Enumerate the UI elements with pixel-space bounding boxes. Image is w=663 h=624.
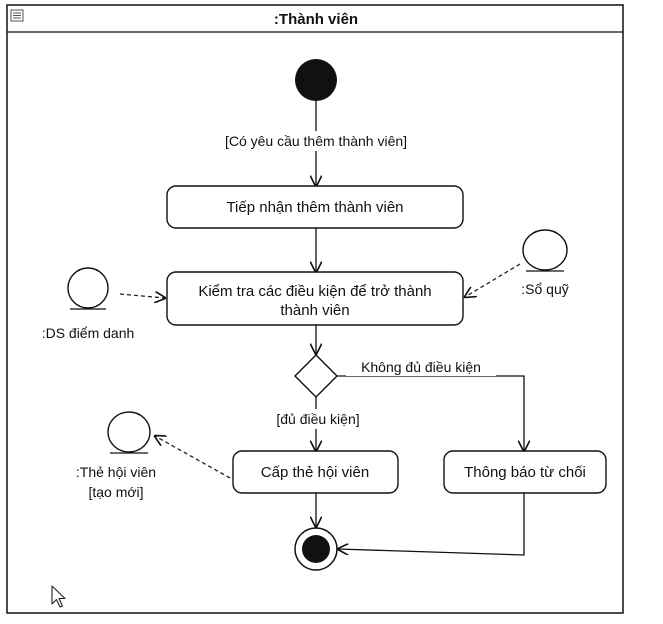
- dep-issue-to-card: [155, 436, 231, 479]
- object-attendance-label: :DS điểm danh: [42, 325, 135, 341]
- object-fund-node[interactable]: [522, 229, 568, 271]
- guard-eligible-label: [đủ điều kiện]: [276, 411, 359, 427]
- dep-attendance-to-check: [119, 294, 165, 298]
- action-check-label-2: thành viên: [280, 302, 349, 319]
- guard-eligible-bg: [266, 409, 370, 429]
- action-notify-reject-label: Thông báo từ chối: [464, 464, 586, 481]
- object-fund-label: :Sổ quỹ: [521, 281, 568, 297]
- guard-not-eligible-bg: [346, 358, 496, 376]
- initial-node: [295, 59, 337, 101]
- flow-reject-to-final: [338, 493, 525, 556]
- guard-start-bg: [214, 131, 418, 151]
- guard-not-eligible-label: Không đủ điều kiện: [361, 359, 481, 375]
- dep-fund-to-check: [465, 263, 521, 297]
- action-receive-label: Tiếp nhận thêm thành viên: [226, 199, 403, 216]
- guard-start-label: [Có yêu cầu thêm thành viên]: [225, 133, 407, 149]
- mouse-cursor-icon: [51, 585, 66, 608]
- object-attendance-node[interactable]: [67, 267, 109, 309]
- object-card-label-1: :Thẻ hội viên: [76, 464, 156, 480]
- action-receive[interactable]: [166, 185, 464, 229]
- action-issue-card-label: Cấp thẻ hội viên: [261, 464, 369, 481]
- object-card-label-2: [tạo mới]: [88, 484, 143, 500]
- object-card-node[interactable]: [107, 411, 151, 453]
- action-notify-reject[interactable]: [443, 450, 607, 494]
- action-check-label-1: Kiểm tra các điều kiện để trở thành: [198, 283, 431, 300]
- final-node-inner: [302, 535, 330, 563]
- frame-collapse-icon[interactable]: [10, 9, 24, 22]
- frame-title: :Thành viên: [274, 11, 358, 28]
